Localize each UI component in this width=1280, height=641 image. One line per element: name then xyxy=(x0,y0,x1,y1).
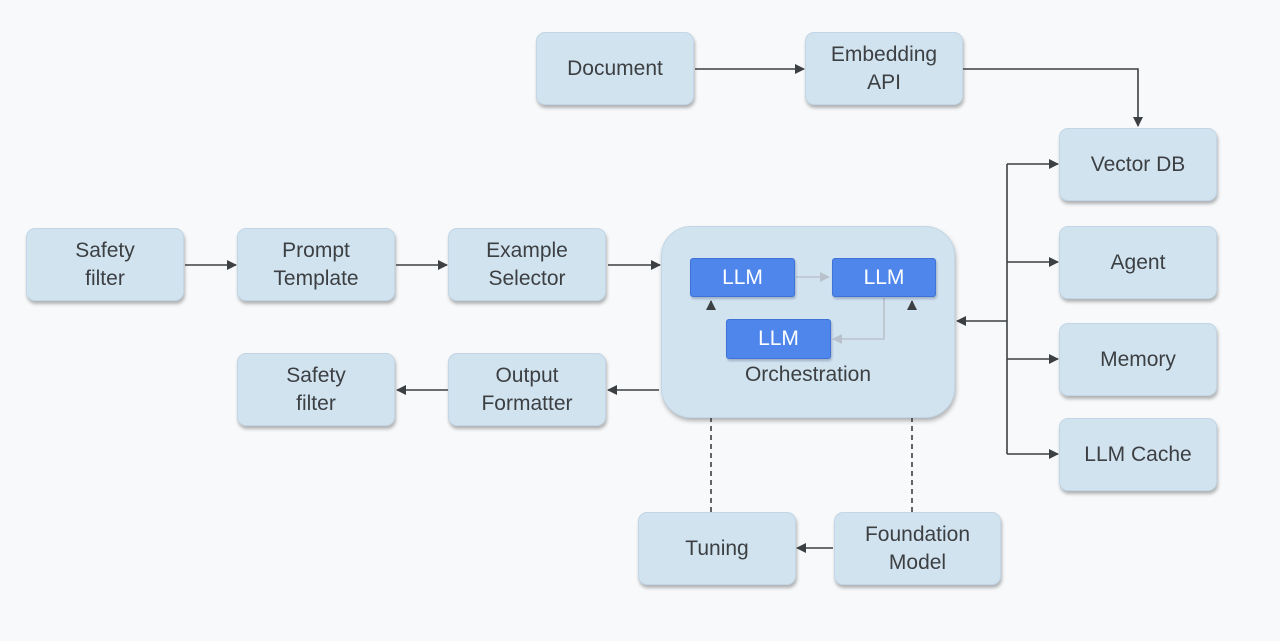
safety-filter-input-node[interactable]: Safety filter xyxy=(26,228,184,301)
safety-filter-output-node[interactable]: Safety filter xyxy=(237,353,395,426)
arrow-embedding-to-vectordb xyxy=(963,68,1143,127)
vector-db-node[interactable]: Vector DB xyxy=(1059,128,1217,201)
llm-block-1[interactable]: LLM xyxy=(690,258,795,297)
llm-block-3[interactable]: LLM xyxy=(726,319,831,359)
foundation-model-node[interactable]: Foundation Model xyxy=(834,512,1001,585)
tuning-node[interactable]: Tuning xyxy=(638,512,796,585)
document-node[interactable]: Document xyxy=(536,32,694,105)
output-formatter-node[interactable]: Output Formatter xyxy=(448,353,606,426)
agent-node[interactable]: Agent xyxy=(1059,226,1217,299)
llm-block-2[interactable]: LLM xyxy=(832,258,936,297)
arrow-llm2-to-llm3 xyxy=(832,298,885,344)
memory-node[interactable]: Memory xyxy=(1059,323,1217,396)
example-selector-node[interactable]: Example Selector xyxy=(448,228,606,301)
orchestration-label: Orchestration xyxy=(744,363,872,386)
prompt-template-node[interactable]: Prompt Template xyxy=(237,228,395,301)
llm-cache-node[interactable]: LLM Cache xyxy=(1059,418,1217,491)
embedding-api-node[interactable]: Embedding API xyxy=(805,32,963,105)
